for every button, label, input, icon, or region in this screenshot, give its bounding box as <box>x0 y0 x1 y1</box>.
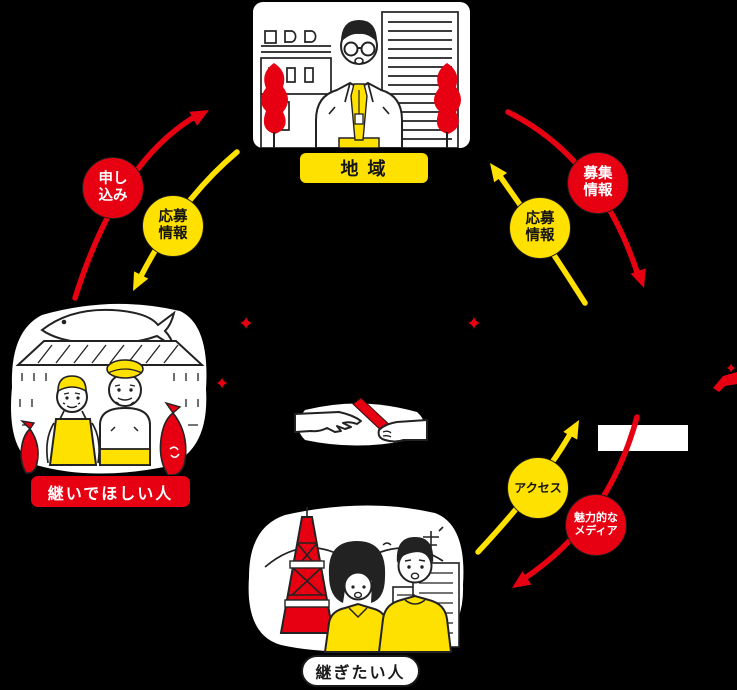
badge-apply-info-left-line1: 応募 <box>158 208 188 225</box>
region-illustration <box>253 2 470 148</box>
young-man-icon <box>377 537 453 653</box>
young-woman-icon <box>323 541 392 653</box>
arrowhead-apply-info-right <box>490 163 508 183</box>
red-fish-big-icon <box>159 401 187 475</box>
owner-right-icon <box>99 359 151 466</box>
badge-apply-line1: 申し <box>98 170 128 187</box>
badge-access-line1: アクセス <box>514 480 562 495</box>
owner-illustration <box>11 303 207 475</box>
badge-apply-info-right: 応募 情報 <box>509 197 571 259</box>
sparkle-icon <box>216 377 228 389</box>
arrowhead-recruit-info <box>630 268 646 288</box>
arrowhead-media <box>512 571 532 588</box>
badge-apply-info-left: 応募 情報 <box>142 195 204 257</box>
badge-apply-line2: 込み <box>98 188 128 204</box>
badge-recruit-info-line1: 募集 <box>583 165 613 182</box>
badge-recruit-info-line2: 情報 <box>583 183 613 199</box>
badge-media-line1: 魅力的な <box>574 512 618 525</box>
successor-illustration <box>248 505 464 653</box>
owner-label: 継いでほしい人 <box>31 476 190 507</box>
badge-access: アクセス <box>507 457 569 519</box>
businessman-icon <box>315 20 403 148</box>
red-tree-right-icon <box>434 63 461 148</box>
badge-apply: 申し 込み <box>82 157 144 219</box>
sparkle-icon <box>726 363 736 373</box>
sparkle-icon <box>468 317 480 329</box>
receiving-hand-icon <box>294 411 362 433</box>
shop-roof-icon <box>15 340 205 426</box>
sparkle-icon <box>240 317 252 329</box>
red-fish-small-icon <box>19 419 39 474</box>
region-label: 地 域 <box>300 153 428 183</box>
arrowhead-apply-info-left <box>133 271 149 291</box>
center-illustration <box>294 397 428 446</box>
badge-apply-info-right-line1: 応募 <box>525 210 555 227</box>
passing-hand-icon <box>377 419 428 443</box>
badge-media-line2: メディア <box>574 525 618 537</box>
badge-media: 魅力的な メディア <box>565 494 627 556</box>
owner-left-icon <box>46 375 100 466</box>
red-edge-mark-icon <box>713 372 737 392</box>
successor-label: 継ぎたい人 <box>301 655 420 687</box>
arrowhead-access <box>563 420 579 440</box>
arrowhead-apply <box>189 110 209 126</box>
badge-apply-info-left-line2: 情報 <box>158 226 188 242</box>
badge-recruit-info: 募集 情報 <box>567 152 629 214</box>
red-tree-left-icon <box>261 63 288 148</box>
media-screen-remnant <box>598 425 688 451</box>
badge-apply-info-right-line2: 情報 <box>525 228 555 244</box>
